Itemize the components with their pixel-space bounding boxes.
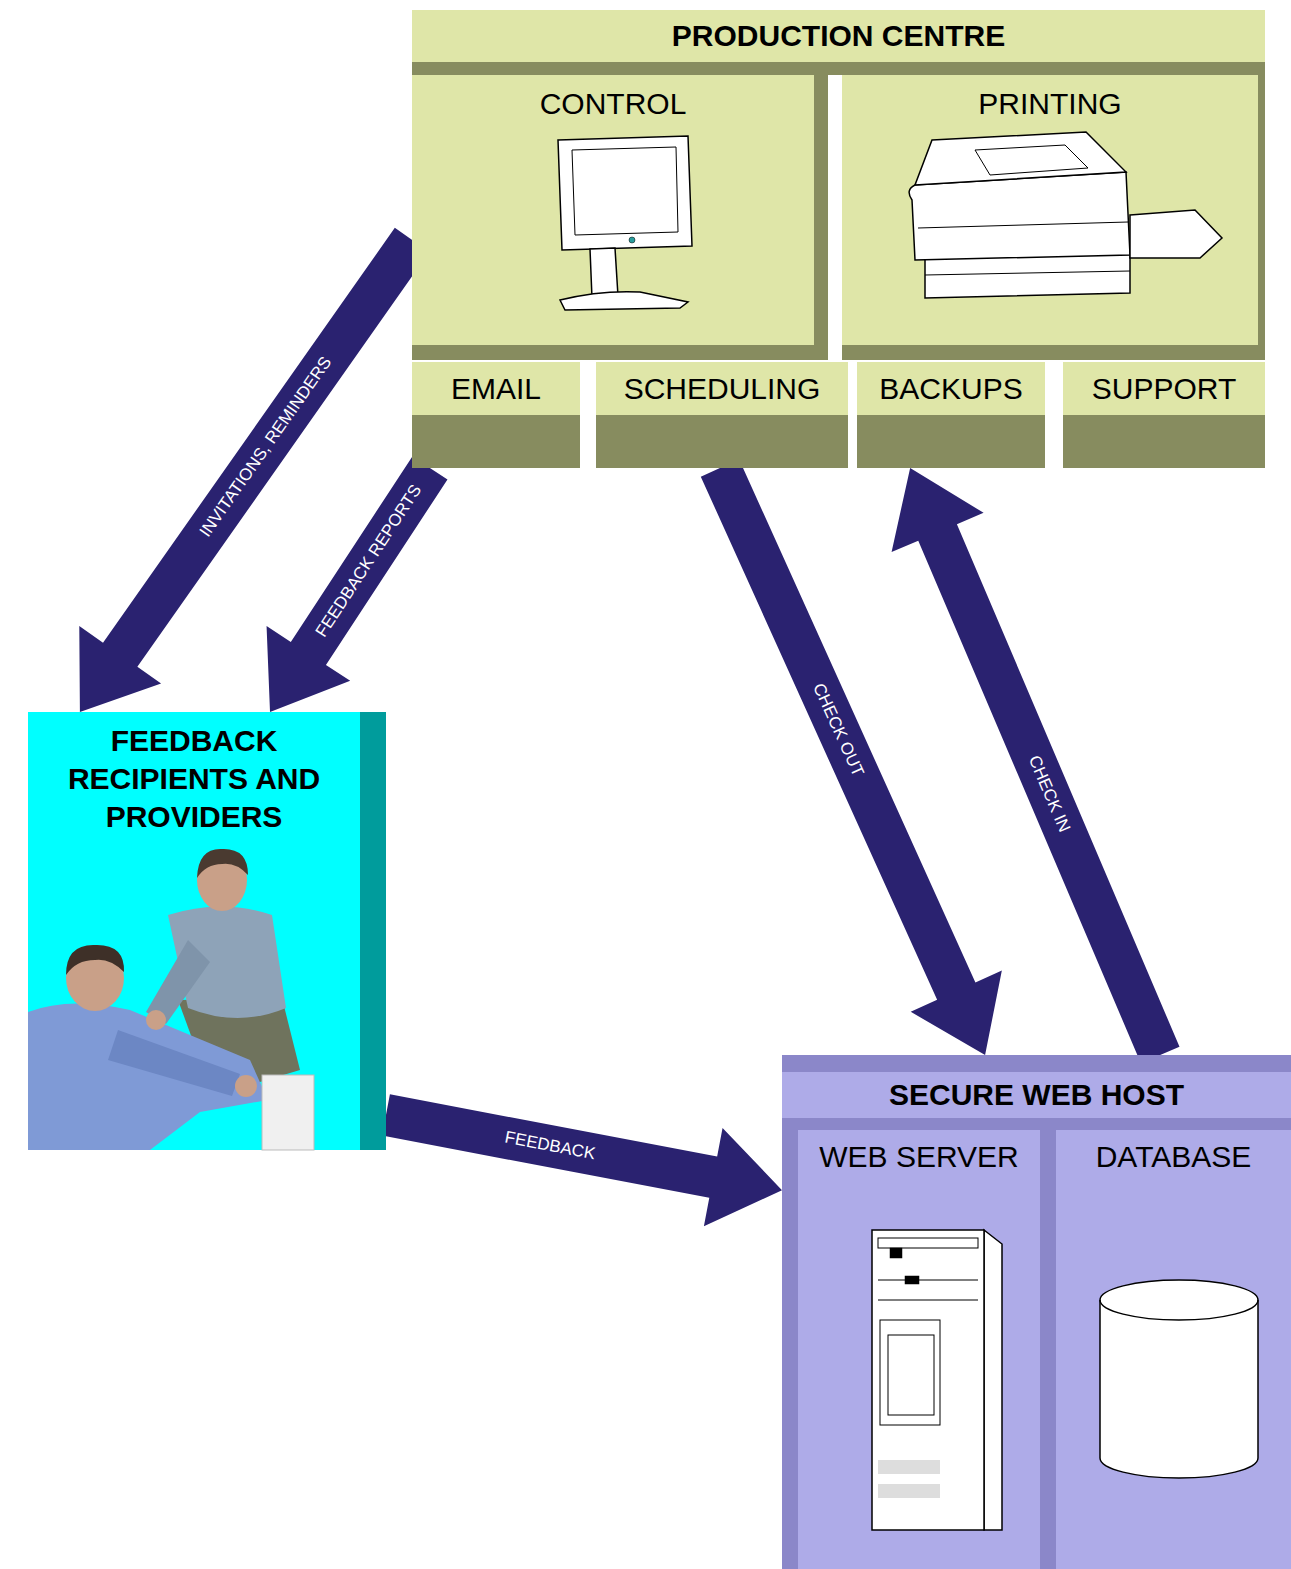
server-front: [872, 1230, 984, 1530]
person-body: [28, 1003, 268, 1150]
server-line: [878, 1300, 978, 1301]
centre-panel: PRODUCTION CENTRECONTROL PRINTING EMAIL SCH…: [412, 10, 1265, 468]
node-label: DATABASE: [1056, 1130, 1291, 1174]
server-led: [890, 1248, 902, 1258]
printer-line: [925, 271, 1130, 275]
printer-tray: [1130, 210, 1222, 258]
flow-arrow: [267, 456, 448, 712]
flow-arrow: [382, 1094, 782, 1226]
printer-body: [909, 172, 1130, 260]
node-label: SECURE WEB HOST: [782, 1055, 1291, 1118]
printer-window: [975, 145, 1088, 175]
arrow-label-holder: FEEDBACK REPORTS: [312, 481, 426, 641]
arrow-label: CHECK OUT: [809, 680, 868, 779]
service-box: EMAIL: [412, 362, 580, 468]
people-photo: [28, 849, 314, 1150]
section-box: CONTROL: [412, 75, 828, 360]
arrow-label-holder: CHECK OUT: [808, 680, 867, 779]
service-box: BACKUPS: [857, 362, 1045, 468]
service-box: SUPPORT: [1063, 362, 1265, 468]
arrow-label-holder: CHECK IN: [1024, 752, 1074, 835]
arrow-label: FEEDBACK: [503, 1128, 597, 1164]
arrow-label: INVITATIONS, REMINDERS: [196, 353, 336, 540]
person-hair: [66, 945, 124, 975]
server-panel: [880, 1320, 940, 1425]
person-head: [66, 945, 124, 1011]
printer-icon: [909, 132, 1222, 298]
server-bay: [878, 1238, 978, 1248]
printer-base: [925, 253, 1130, 298]
arrow-label-holder: INVITATIONS, REMINDERS: [196, 353, 336, 541]
server-vent: [878, 1484, 940, 1498]
monitor-light: [629, 237, 635, 243]
node-label: PRINTING: [842, 75, 1258, 121]
computer-case: [262, 1075, 314, 1150]
server-icon: [872, 1230, 1002, 1530]
printer-lid: [915, 132, 1126, 185]
arrow-label-holder: FEEDBACK: [503, 1128, 597, 1165]
person-head: [197, 849, 247, 911]
service-box: SCHEDULING: [596, 362, 848, 468]
node-label: SUPPORT: [1063, 362, 1265, 415]
printer-line: [918, 222, 1128, 228]
people-box: FEEDBACK RECIPIENTS AND PROVIDERS: [28, 712, 386, 1150]
database-icon: [1100, 1280, 1258, 1478]
node-label: FEEDBACK RECIPIENTS AND PROVIDERS: [28, 712, 360, 836]
monitor-frame: [558, 136, 692, 250]
person-hand: [235, 1075, 257, 1097]
node-label: CONTROL: [412, 75, 814, 121]
monitor-icon: [558, 136, 692, 310]
arrow-label: CHECK IN: [1025, 752, 1074, 834]
server-led: [905, 1276, 919, 1284]
person-body: [168, 907, 286, 1019]
node-label: SCHEDULING: [596, 362, 848, 415]
host-section: WEB SERVER: [782, 1118, 1040, 1569]
node-label: EMAIL: [412, 362, 580, 415]
server-vent: [878, 1460, 940, 1474]
node-label: WEB SERVER: [798, 1130, 1040, 1174]
flow-arrow: [79, 228, 429, 712]
person-legs: [178, 998, 300, 1085]
node-label: PRODUCTION CENTRE: [412, 10, 1265, 75]
server-panel: [888, 1335, 934, 1415]
person-arm: [146, 940, 210, 1024]
person-arm: [108, 1030, 240, 1096]
monitor-neck: [590, 248, 618, 298]
database-cylinder: [1100, 1280, 1258, 1478]
host-panel: SECURE WEB HOST WEB SERVER DATABASE: [782, 1055, 1291, 1569]
arrow-label: FEEDBACK REPORTS: [312, 481, 426, 640]
database-rim: [1100, 1300, 1258, 1320]
person-hand: [146, 1010, 166, 1030]
monitor-base: [560, 292, 688, 310]
server-line: [878, 1280, 978, 1281]
flow-arrow: [892, 468, 1180, 1063]
server-side: [984, 1230, 1002, 1530]
monitor-screen: [572, 147, 678, 235]
person-hair: [197, 849, 248, 878]
section-box: PRINTING: [842, 75, 1265, 360]
node-label: BACKUPS: [857, 362, 1045, 415]
host-section: DATABASE: [1040, 1118, 1291, 1569]
